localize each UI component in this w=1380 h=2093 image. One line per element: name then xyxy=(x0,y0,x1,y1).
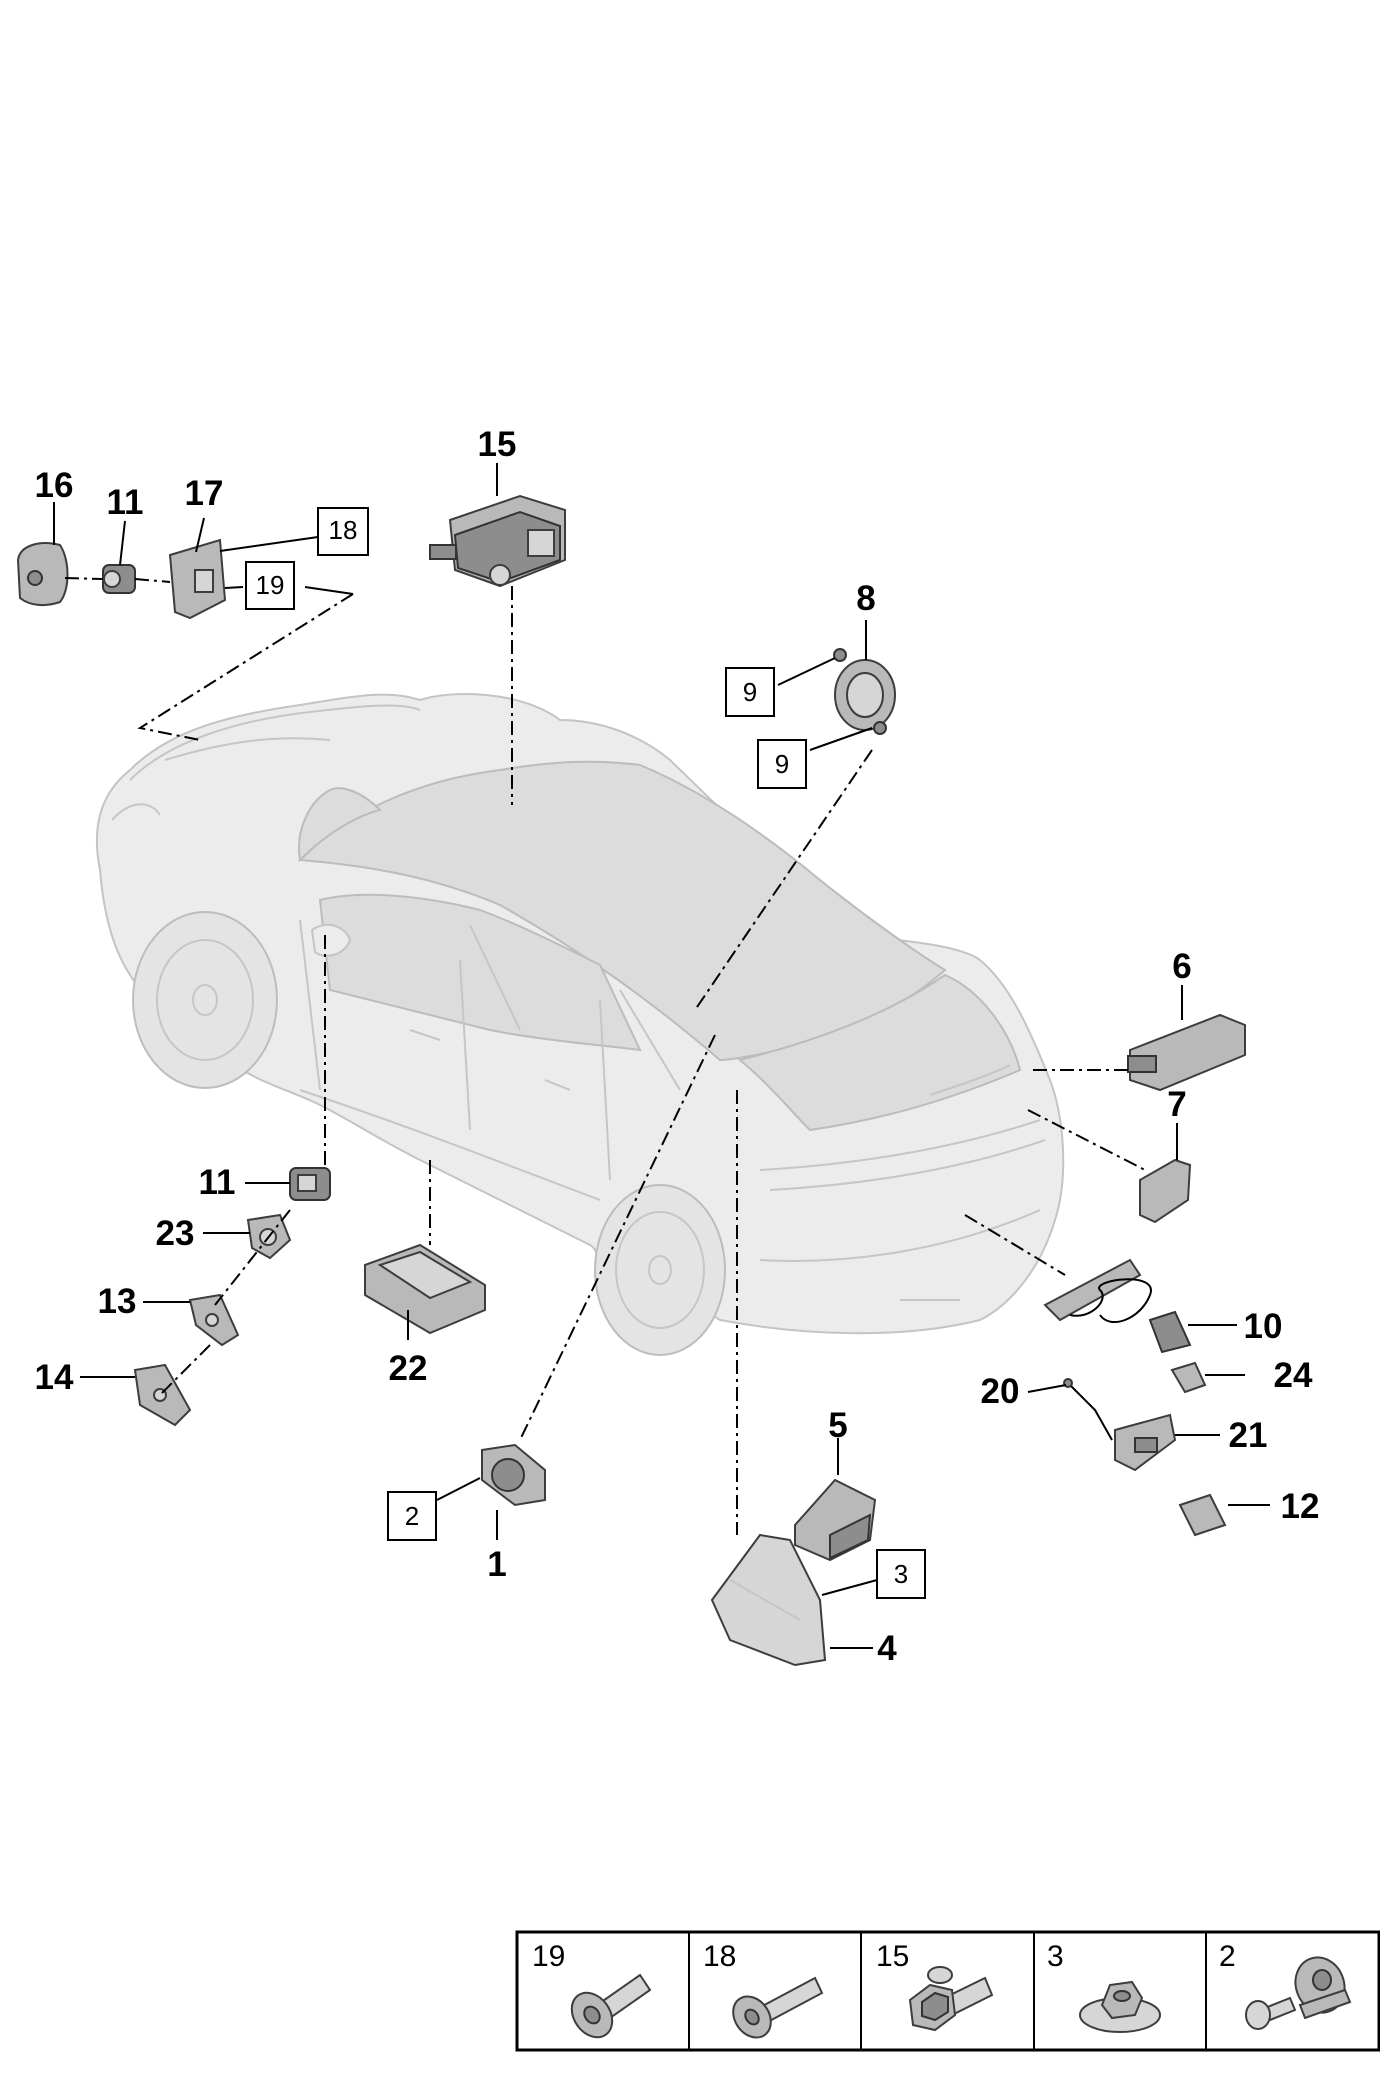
callout-9-upper-box xyxy=(725,667,775,717)
part-17-bracket xyxy=(168,538,227,620)
callout-9-lower-box xyxy=(757,739,807,789)
callout-19-box xyxy=(245,561,295,610)
part-11-camera-lower xyxy=(289,1167,331,1201)
callout-3-box xyxy=(876,1549,926,1599)
part-5-module xyxy=(794,1478,877,1562)
part-12-connector xyxy=(1178,1493,1227,1537)
callout-14: 14 xyxy=(35,1358,74,1397)
legend-cell-15: 15 xyxy=(876,1940,994,2032)
callout-4: 4 xyxy=(877,1629,897,1668)
callout-1: 1 xyxy=(487,1545,506,1584)
part-8-sensor xyxy=(833,648,896,735)
flange-bolt-icon xyxy=(732,1976,824,2039)
part-11-camera-upper xyxy=(102,564,136,594)
part-24-clip xyxy=(1170,1361,1207,1394)
legend-number: 15 xyxy=(876,1940,909,1973)
callout-17: 17 xyxy=(185,474,224,513)
part-13-bracket xyxy=(188,1293,240,1347)
vehicle-outline xyxy=(95,693,1065,1356)
callout-9-lower: 9 xyxy=(775,749,789,779)
legend-cell-19: 19 xyxy=(532,1940,652,2039)
callout-21: 21 xyxy=(1229,1416,1268,1455)
expansion-rivet-icon xyxy=(1245,1956,1352,2030)
part-15-control-unit xyxy=(429,494,566,588)
callout-8: 8 xyxy=(856,579,875,618)
legend-cell-18: 18 xyxy=(703,1940,824,2039)
fastener-legend: 19 18 15 xyxy=(515,1930,1380,2052)
callout-12: 12 xyxy=(1281,1487,1320,1526)
part-22-control-unit xyxy=(364,1243,486,1335)
callout-2-box xyxy=(387,1491,437,1541)
callout-15: 15 xyxy=(478,425,517,464)
part-20-wire xyxy=(1063,1378,1113,1441)
callout-18: 18 xyxy=(329,515,358,545)
callout-6: 6 xyxy=(1172,947,1191,986)
part-7-module xyxy=(1139,1158,1192,1224)
callout-5: 5 xyxy=(828,1406,847,1445)
legend-number: 18 xyxy=(703,1940,736,1973)
flange-bolt-icon xyxy=(570,1973,652,2039)
callout-10: 10 xyxy=(1244,1307,1283,1346)
part-1-speaker xyxy=(481,1443,546,1507)
flange-nut-icon xyxy=(1079,1980,1161,2033)
callout-19: 19 xyxy=(256,570,285,600)
callout-22: 22 xyxy=(389,1349,428,1388)
part-4-bracket xyxy=(710,1533,827,1667)
callout-24: 24 xyxy=(1274,1356,1313,1395)
callout-18-box xyxy=(317,507,369,556)
callout-9-upper: 9 xyxy=(743,677,757,707)
callout-20: 20 xyxy=(981,1372,1020,1411)
legend-number: 2 xyxy=(1219,1940,1236,1973)
part-10-harness xyxy=(1043,1258,1192,1354)
callout-11-lower: 11 xyxy=(199,1163,236,1202)
callout-3: 3 xyxy=(894,1559,908,1589)
hex-collar-bolt-icon xyxy=(908,1966,994,2032)
legend-cell-3: 3 xyxy=(1047,1940,1161,2033)
part-6-module xyxy=(1127,1013,1246,1092)
callout-7: 7 xyxy=(1167,1085,1186,1124)
leader-lines xyxy=(53,463,1270,1649)
callout-labels: 15 16 11 17 18 19 8 9 9 6 7 11 23 13 14 … xyxy=(35,425,1320,1668)
callout-23: 23 xyxy=(156,1214,195,1253)
part-21-socket xyxy=(1114,1413,1177,1472)
legend-number: 3 xyxy=(1047,1940,1064,1973)
callout-16: 16 xyxy=(35,466,74,505)
legend-number: 19 xyxy=(532,1940,565,1973)
part-16-mirror-cover xyxy=(16,542,69,607)
callout-2: 2 xyxy=(405,1501,419,1531)
callout-13: 13 xyxy=(98,1282,137,1321)
legend-cell-2: 2 xyxy=(1219,1940,1352,2030)
callout-11-upper: 11 xyxy=(107,483,144,522)
